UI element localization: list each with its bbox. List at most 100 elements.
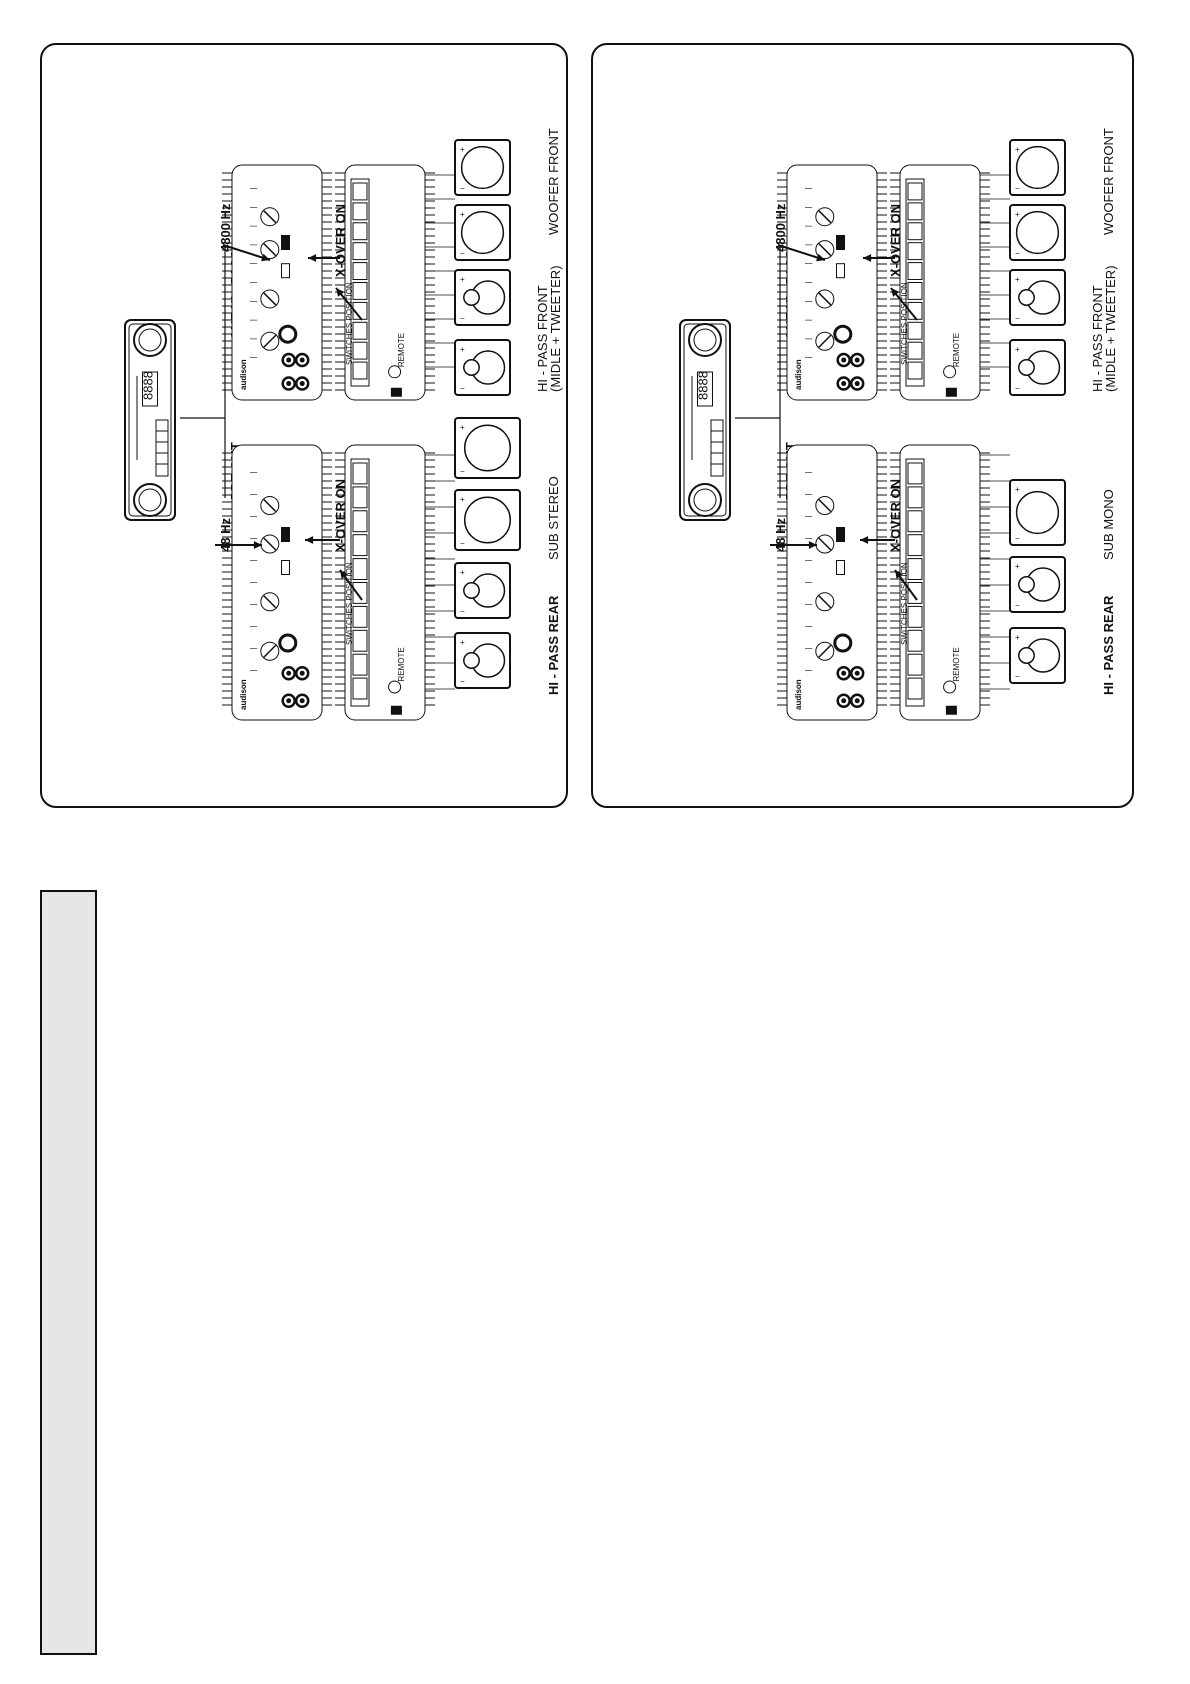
amplifier-terminal-unit: REMOTE [890,164,990,401]
terminal-icon [907,202,923,221]
remote-label: REMOTE [397,333,406,367]
terminal-icon [352,242,368,261]
amplifier-terminal-unit: REMOTE [890,444,990,721]
terminal-icon [352,605,368,628]
terminal-icon [907,534,923,557]
head-unit: 8888 [124,319,176,521]
speaker-icon: +− [454,269,511,326]
xover-on-label-right: X-OVER ON [333,204,348,277]
head-unit: 8888 [679,319,731,521]
fuse-icon [943,680,957,694]
svg-text:−: − [460,314,465,323]
terminal-icon [907,262,923,281]
xover-on-label-left: X-OVER ON [333,479,348,552]
terminal-icon [907,558,923,580]
hi-pass-front-label: HI - PASS FRONT [535,285,550,392]
amplifier-control-unit: audison [222,164,332,401]
svg-text:−: − [1015,601,1020,610]
speaker-icon: +− [1009,627,1066,684]
brand-label: audison [794,359,803,390]
amplifier-terminal-unit: REMOTE [335,444,435,721]
xover-on-label-right: X-OVER ON [888,204,903,277]
terminal-icon [352,282,368,300]
speaker-icon: +− [1009,479,1066,546]
terminal-icon [907,629,923,652]
terminal-icon [352,629,368,652]
speaker-icon: +− [1009,339,1066,396]
terminal-icon [352,510,368,533]
power-connector-icon [390,705,402,715]
terminal-icon [352,534,368,557]
freq-4800hz-label: 4800 Hz [218,203,233,252]
arrow-4800hz-icon [777,244,826,262]
power-connector-icon [945,387,957,397]
svg-text:+: + [1015,210,1020,219]
speaker-icon: +− [1009,139,1066,196]
arrow-xover-left-icon [860,536,895,544]
terminal-icon [352,301,368,320]
switch-icon [836,560,845,575]
svg-text:−: − [1015,314,1020,323]
terminal-icon [907,462,923,485]
terminal-icon [907,582,923,604]
preset-button-icon [710,430,724,444]
rca-output-icon [833,633,853,653]
switches-position-label-left: SWITCHES POSITION [345,562,354,645]
midle-tweeter-label: (MIDLE + TWEETER) [1103,265,1118,392]
switch-icon [281,560,290,575]
switch-icon [281,235,290,250]
svg-text:−: − [460,467,465,476]
arrow-48hz-icon [215,541,262,549]
svg-text:+: + [460,423,465,432]
terminal-icon [352,202,368,221]
terminal-icon [352,182,368,201]
terminal-icon [907,510,923,533]
wiring-diagram-stereo: 8888PRE OUTOUT HI - PASSaudisonaudisonRE… [124,128,563,721]
svg-text:−: − [1015,249,1020,258]
svg-text:−: − [460,677,465,686]
power-connector-icon [945,705,957,715]
speaker-icon: +− [454,204,511,261]
brand-label: audison [239,679,248,710]
preset-button-icon [155,430,169,444]
power-connector-icon [390,387,402,397]
freq-4800hz-label: 4800 Hz [773,203,788,252]
rca-output-icon [278,324,298,344]
terminal-icon [907,301,923,320]
speaker-array: +−+−+−+−+−+−+−+− [454,139,521,689]
speaker-icon: +− [1009,204,1066,261]
rca-output-icon [833,324,853,344]
woofer-front-label: WOOFER FRONT [546,128,561,235]
svg-text:+: + [460,145,465,154]
terminal-icon [907,361,923,380]
hi-pass-rear-label: HI - PASS REAR [1101,595,1116,695]
svg-text:+: + [460,568,465,577]
terminal-icon [907,605,923,628]
svg-text:−: − [460,607,465,616]
fuse-icon [388,680,402,694]
arrow-xover-left-icon [305,536,340,544]
arrow-switches-left-icon [339,569,363,601]
svg-text:−: − [460,184,465,193]
terminal-icon [352,558,368,580]
brand-label: audison [794,679,803,710]
display-digits: 8888 [696,371,711,400]
switches-position-label-right: SWITCHES POSITION [900,282,909,365]
svg-text:−: − [460,384,465,393]
preset-button-icon [710,419,724,433]
svg-text:+: + [460,495,465,504]
fuse-icon [943,365,957,379]
terminal-icon [352,341,368,360]
remote-label: REMOTE [397,647,406,681]
speaker-icon: +− [454,417,521,479]
preset-button-icon [155,463,169,477]
terminal-icon [907,341,923,360]
terminal-icon [352,262,368,281]
speaker-wiring [980,174,1010,690]
amplifier-control-unit: audison [777,444,887,721]
speaker-icon: +− [1009,556,1066,613]
rca-output-icon [278,633,298,653]
svg-text:+: + [460,210,465,219]
svg-text:+: + [1015,145,1020,154]
arrow-switches-left-icon [894,569,918,601]
